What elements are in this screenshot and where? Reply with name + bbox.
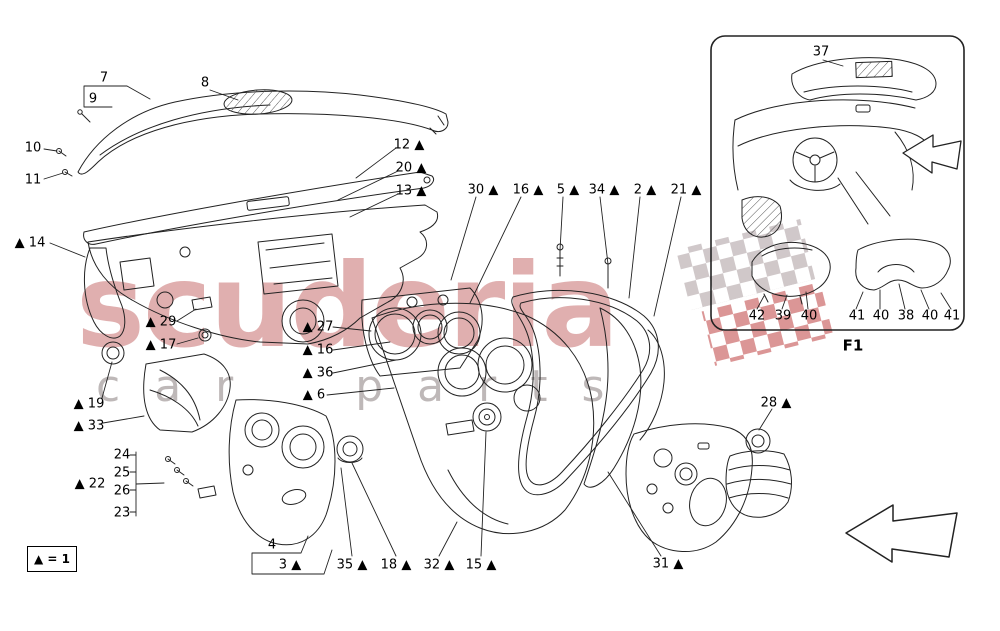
part-console-plate <box>625 423 753 553</box>
inset-cover-right <box>855 238 951 291</box>
inset-cover-37 <box>791 57 937 101</box>
part-knob <box>336 435 364 463</box>
part-storage-pouch <box>143 353 231 433</box>
part-callout-40a[interactable]: 40 <box>800 308 818 324</box>
part-callout-19[interactable]: ▲ 19 <box>73 396 105 412</box>
part-callout-8[interactable]: 8 <box>200 75 210 91</box>
inset-panel <box>710 35 965 331</box>
part-callout-10[interactable]: 10 <box>24 140 42 156</box>
part-upper-dashboard-pad <box>56 89 449 177</box>
leader-lines <box>43 59 952 575</box>
part-callout-6[interactable]: ▲ 6 <box>302 387 326 403</box>
part-callout-41a[interactable]: 41 <box>848 308 866 324</box>
part-callout-34[interactable]: 34 ▲ <box>588 182 620 198</box>
part-callout-16b[interactable]: ▲ 16 <box>302 342 334 358</box>
part-callout-3[interactable]: 3 ▲ <box>278 557 302 573</box>
part-callout-24[interactable]: 24 <box>113 447 131 463</box>
part-callout-38[interactable]: 38 <box>897 308 915 324</box>
legend-text: ▲ = 1 <box>34 552 70 566</box>
part-callout-23[interactable]: 23 <box>113 505 131 521</box>
part-callout-5[interactable]: 5 ▲ <box>556 182 580 198</box>
part-callout-2[interactable]: 2 ▲ <box>633 182 657 198</box>
part-instrument-bezel <box>361 287 483 377</box>
part-callout-12[interactable]: 12 ▲ <box>393 137 425 153</box>
part-dashboard-frame <box>83 204 439 365</box>
legend-box: ▲ = 1 <box>27 546 77 572</box>
part-callout-18[interactable]: 18 ▲ <box>380 557 412 573</box>
part-callout-29[interactable]: ▲ 29 <box>145 314 177 330</box>
part-callout-42[interactable]: 42 <box>748 308 766 324</box>
part-callout-25[interactable]: 25 <box>113 465 131 481</box>
part-defroster-strip <box>83 171 435 245</box>
part-callout-27[interactable]: ▲ 27 <box>302 319 334 335</box>
part-callout-17[interactable]: ▲ 17 <box>145 337 177 353</box>
part-callout-35[interactable]: 35 ▲ <box>336 557 368 573</box>
part-callout-9[interactable]: 9 <box>88 91 98 107</box>
part-callout-32[interactable]: 32 ▲ <box>423 557 455 573</box>
part-callout-41b[interactable]: 41 <box>943 308 961 324</box>
part-callout-36[interactable]: ▲ 36 <box>302 365 334 381</box>
part-callout-22[interactable]: ▲ 22 <box>74 476 106 492</box>
part-callout-33[interactable]: ▲ 33 <box>73 418 105 434</box>
part-callout-39[interactable]: 39 <box>774 308 792 324</box>
part-callout-4[interactable]: 4 <box>267 537 277 553</box>
part-callout-11[interactable]: 11 <box>24 172 42 188</box>
part-callout-30[interactable]: 30 ▲ <box>467 182 499 198</box>
part-callout-26[interactable]: 26 <box>113 483 131 499</box>
part-side-trim <box>583 307 665 488</box>
part-callout-37[interactable]: 37 <box>812 44 830 60</box>
part-callout-20[interactable]: 20 ▲ <box>395 160 427 176</box>
part-callout-21[interactable]: 21 ▲ <box>670 182 702 198</box>
part-callout-f1[interactable]: F1 <box>842 336 864 355</box>
part-lower-left-panel <box>228 399 336 546</box>
inset-cockpit-sketch <box>732 99 931 238</box>
part-callout-28[interactable]: 28 ▲ <box>760 395 792 411</box>
part-callout-15[interactable]: 15 ▲ <box>465 557 497 573</box>
direction-arrow-bottom <box>845 504 958 563</box>
part-seal-loop <box>511 289 659 496</box>
part-callout-40c[interactable]: 40 <box>921 308 939 324</box>
part-center-dashboard <box>371 302 595 535</box>
watermark: scuderia car parts <box>76 218 834 412</box>
part-callout-13[interactable]: 13 ▲ <box>395 183 427 199</box>
part-callout-16a[interactable]: 16 ▲ <box>512 182 544 198</box>
part-callout-7[interactable]: 7 <box>99 70 109 86</box>
part-gear-gaiter <box>725 428 792 518</box>
part-fasteners <box>165 243 612 499</box>
part-callout-40b[interactable]: 40 <box>872 308 890 324</box>
inset-cover-left <box>751 241 831 305</box>
direction-arrow-inset <box>902 134 962 174</box>
part-callout-31[interactable]: 31 ▲ <box>652 556 684 572</box>
part-callout-14[interactable]: ▲ 14 <box>14 235 46 251</box>
